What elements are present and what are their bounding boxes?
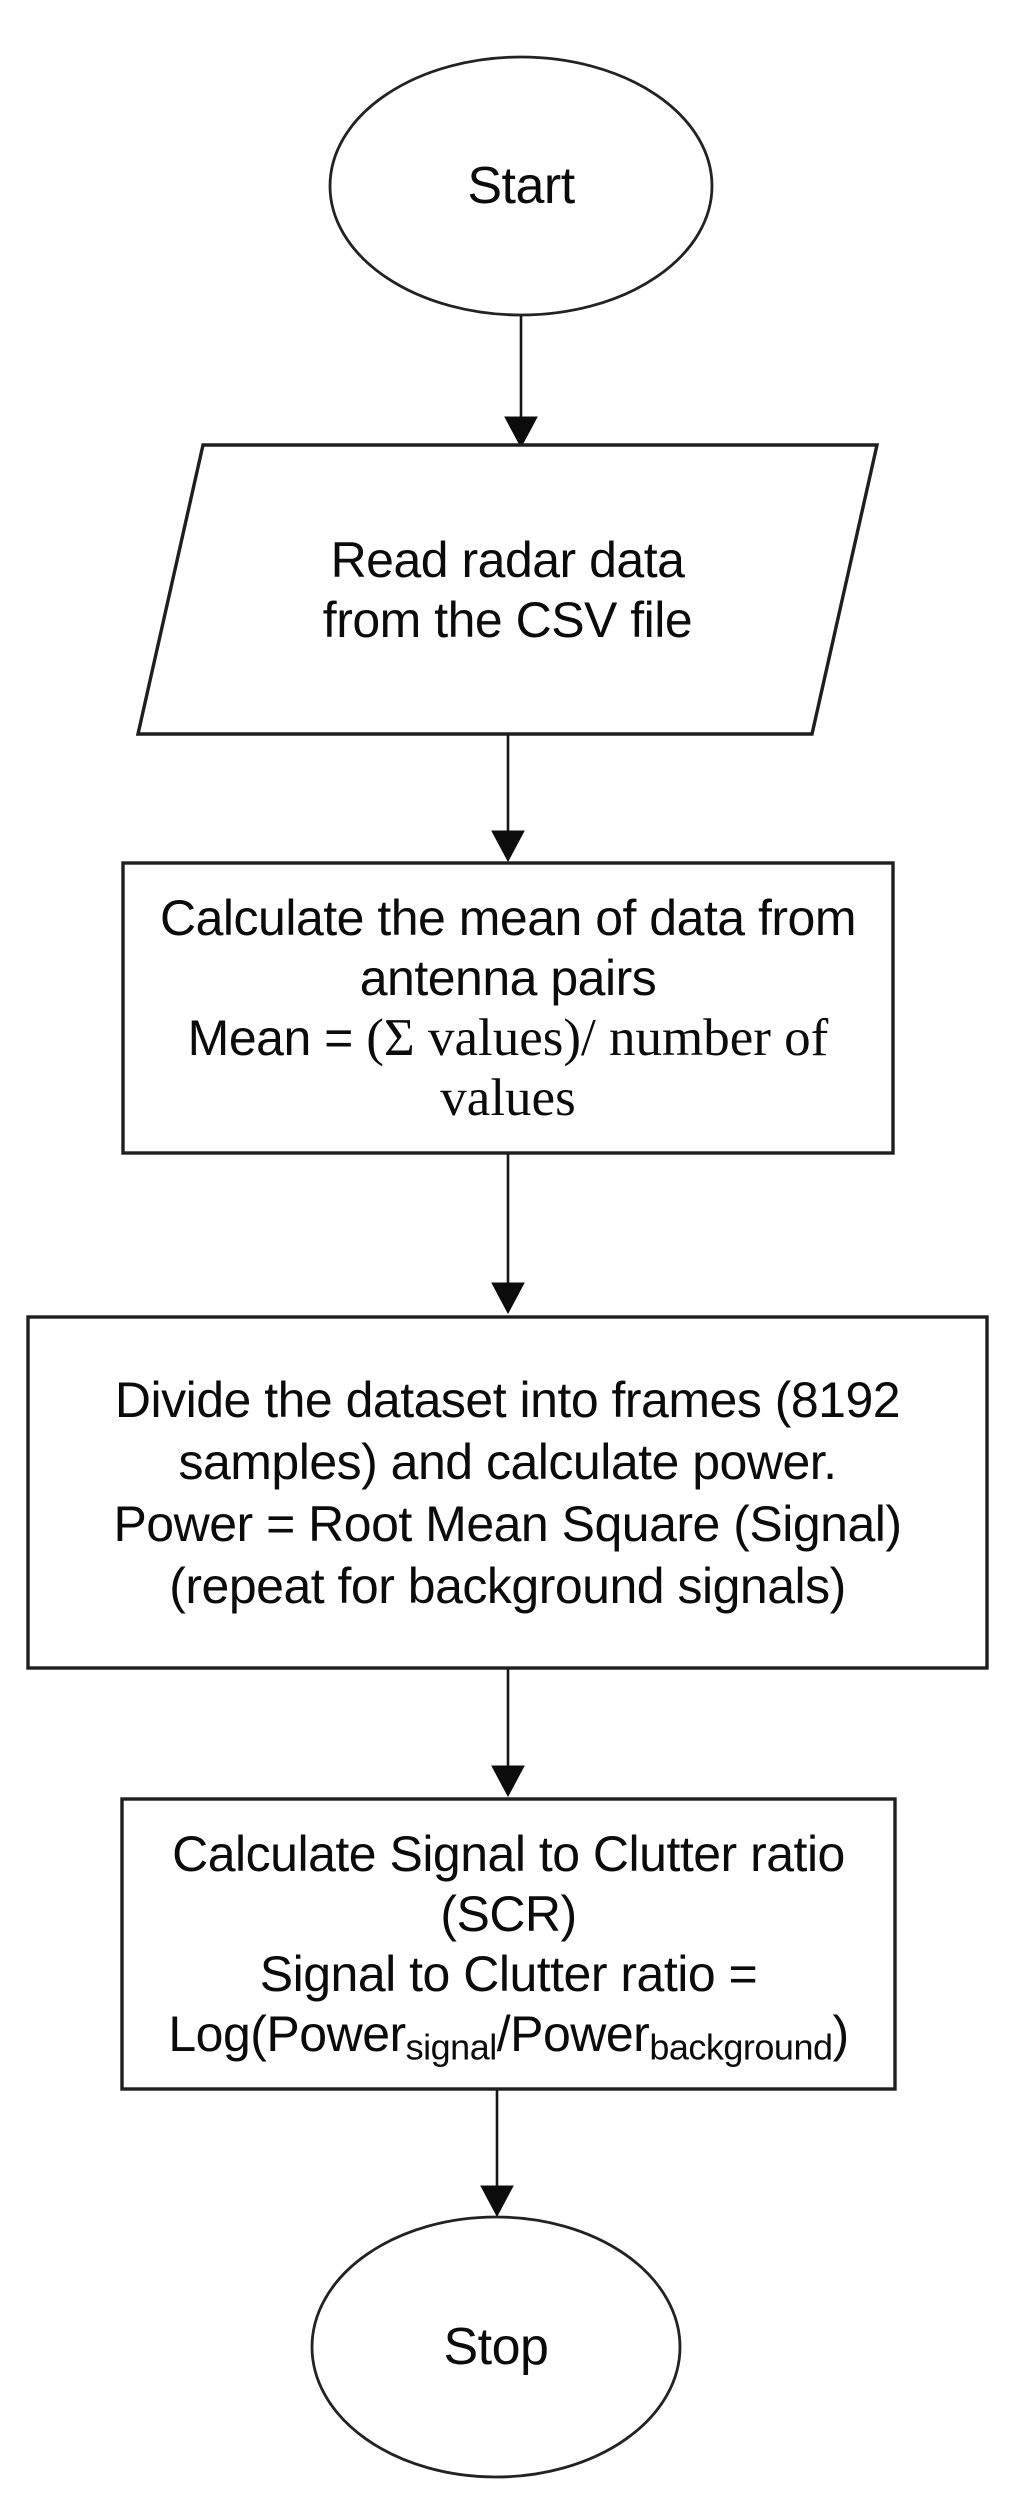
read-data-node-shape <box>135 443 880 736</box>
arrowhead-icon <box>480 2185 514 2218</box>
arrow-scr-to-stop <box>480 2090 514 2218</box>
calc-scr-line1: Calculate Signal to Clutter ratio <box>172 1826 845 1882</box>
scr-formula-subscript-background: background <box>649 2026 833 2068</box>
calc-power-node-label: Divide the dataset into frames (8192 sam… <box>28 1317 987 1668</box>
calc-power-line2: samples) and calculate power. <box>178 1433 837 1490</box>
read-data-line1: Read radar data <box>330 531 685 588</box>
arrow-mean-to-power <box>491 1154 525 1315</box>
arrowhead-icon <box>491 1765 525 1798</box>
mean-formula-prefix: Mean = <box>187 1010 367 1066</box>
arrow-start-to-read <box>504 316 538 449</box>
calc-power-node-shape <box>26 1315 989 1670</box>
calc-scr-formula: Log(Powersignal/Powerbackground) <box>168 2004 849 2065</box>
scr-formula-suffix: ) <box>832 2006 849 2062</box>
calc-mean-node-label: Calculate the mean of data from antenna … <box>123 863 893 1153</box>
scr-formula-prefix: Log(Power <box>168 2006 406 2062</box>
scr-formula-subscript-signal: signal <box>405 2026 498 2068</box>
calc-scr-line3: Signal to Clutter ratio = <box>259 1946 758 2002</box>
start-node-shape <box>328 55 714 317</box>
calc-scr-node-shape <box>120 1797 897 2091</box>
calc-power-line1: Divide the dataset into frames (8192 <box>114 1371 901 1428</box>
read-data-node-label: Read radar data from the CSV file <box>138 445 877 734</box>
calc-mean-line1: Calculate the mean of data from <box>160 890 857 946</box>
arrowhead-icon <box>491 1282 525 1315</box>
calc-mean-formula-line2: values <box>440 1069 576 1127</box>
stop-node-label: Stop <box>312 2217 680 2477</box>
calc-mean-line2: antenna pairs <box>359 950 657 1006</box>
arrow-read-to-mean <box>491 735 525 863</box>
arrowhead-icon <box>504 416 538 449</box>
calc-scr-line2: (SCR) <box>440 1886 577 1942</box>
scr-formula-middle: /Power <box>496 2006 650 2062</box>
calc-power-line3: Power = Root Mean Square (Signal) <box>113 1495 902 1552</box>
stop-text: Stop <box>443 2318 549 2376</box>
arrow-power-to-scr <box>491 1669 525 1798</box>
calc-mean-node-shape <box>121 861 895 1155</box>
start-text: Start <box>467 157 575 215</box>
start-node-label: Start <box>330 57 712 315</box>
arrowhead-icon <box>491 830 525 863</box>
calc-power-line4: (repeat for background signals) <box>169 1557 846 1614</box>
calc-scr-node-label: Calculate Signal to Clutter ratio (SCR) … <box>122 1799 895 2089</box>
stop-node-shape <box>310 2215 682 2479</box>
read-data-line2: from the CSV file <box>322 591 693 648</box>
mean-formula-serif: (Σ values)/ number of <box>366 1009 829 1067</box>
calc-mean-formula-line1: Mean = (Σ values)/ number of <box>188 1008 829 1068</box>
